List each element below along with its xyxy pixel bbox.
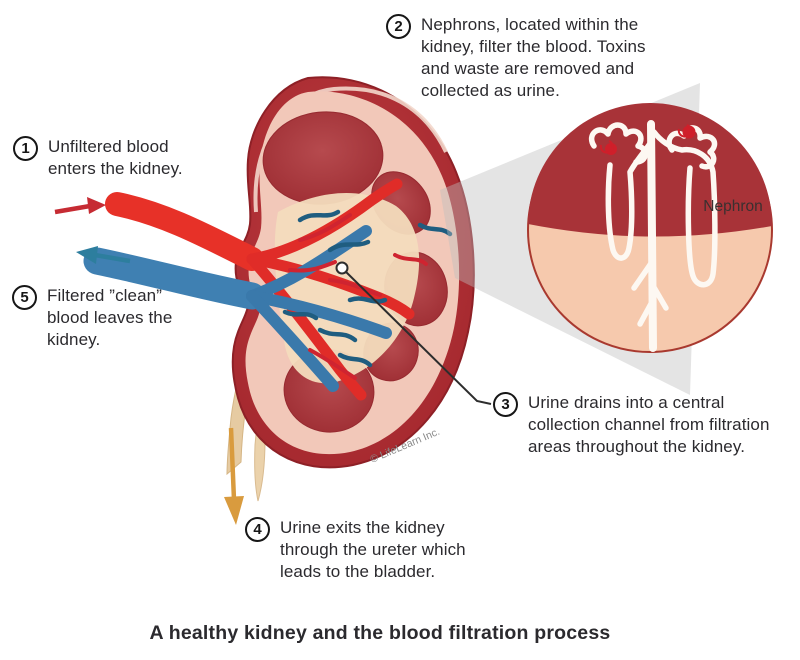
callout-5-text: Filtered ”clean” blood leaves the kidney… bbox=[47, 286, 173, 349]
callout-1-number: 1 bbox=[13, 136, 38, 161]
unfiltered-blood-arrow bbox=[54, 197, 106, 215]
callout-3: 3 Urine drains into a central collection… bbox=[493, 392, 770, 458]
renal-vein bbox=[83, 247, 266, 310]
nephron-tubules bbox=[588, 120, 718, 352]
callout-1-text: Unfiltered blood enters the kidney. bbox=[48, 137, 183, 178]
urine-flow-arrow bbox=[224, 427, 244, 525]
renal-vessels bbox=[83, 178, 453, 401]
callout-3-number: 3 bbox=[493, 392, 518, 417]
callout-2: 2 Nephrons, located within the kidney, f… bbox=[386, 14, 659, 102]
renal-artery bbox=[105, 192, 264, 271]
callout3-leader bbox=[335, 261, 492, 405]
callout-5: 5 Filtered ”clean” blood leaves the kidn… bbox=[12, 285, 202, 351]
blood-flow-arrows bbox=[54, 197, 131, 264]
callout-1: 1 Unfiltered blood enters the kidney. bbox=[13, 136, 200, 180]
nephron-label: Nephron bbox=[703, 198, 762, 215]
callout-5-number: 5 bbox=[12, 285, 37, 310]
callout-4: 4 Urine exits the kidney through the ure… bbox=[245, 517, 492, 583]
callout-3-text: Urine drains into a central collection c… bbox=[528, 393, 770, 456]
callout-4-number: 4 bbox=[245, 517, 270, 542]
filtered-blood-arrow bbox=[76, 246, 131, 264]
callout-2-text: Nephrons, located within the kidney, fil… bbox=[421, 15, 646, 100]
nephron-inset: Nephron bbox=[527, 103, 773, 353]
glomeruli bbox=[599, 124, 696, 155]
callout-4-text: Urine exits the kidney through the urete… bbox=[280, 518, 466, 581]
callout-2-number: 2 bbox=[386, 14, 411, 39]
diagram-title: A healthy kidney and the blood filtratio… bbox=[149, 622, 611, 644]
